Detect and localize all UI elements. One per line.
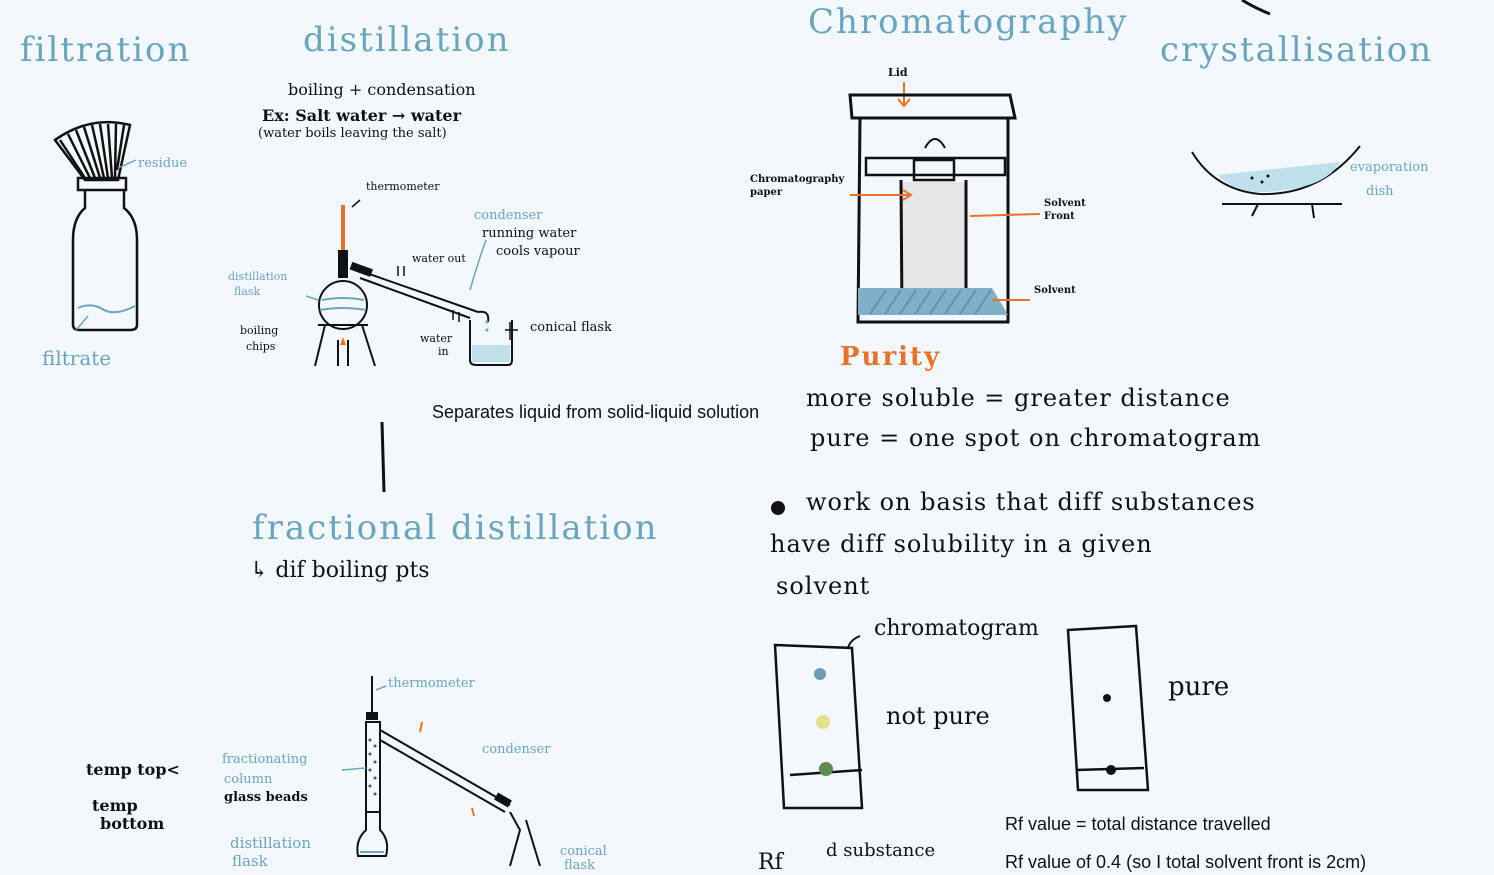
temp-label: temp bbox=[92, 796, 138, 815]
fd-condenser-label: condenser bbox=[482, 742, 551, 757]
evaporation-dish-drawing bbox=[1191, 145, 1361, 219]
residue-label: residue bbox=[138, 156, 188, 171]
water-in-label-1: water bbox=[420, 332, 453, 345]
fractional-distillation-heading: fractional distillation bbox=[252, 508, 659, 548]
evaporation-label-1: evaporation bbox=[1350, 160, 1429, 175]
pure-label: pure bbox=[1168, 672, 1230, 702]
cools-vapour-label: cools vapour bbox=[496, 244, 580, 259]
distillation-apparatus-drawing bbox=[305, 199, 518, 367]
distillation-line-1: boiling + condensation bbox=[288, 80, 476, 99]
fractional-distillation-apparatus-drawing bbox=[341, 676, 541, 867]
fd-column-label-2: column bbox=[224, 772, 273, 787]
rf-handwritten: Rf bbox=[758, 850, 783, 875]
condenser-label: condenser bbox=[474, 208, 543, 223]
distillation-line-3: (water boils leaving the salt) bbox=[258, 126, 447, 141]
purity-bullet-line-1: work on basis that diff substances bbox=[806, 488, 1256, 516]
filtrate-label: filtrate bbox=[42, 346, 112, 370]
distillation-heading: distillation bbox=[303, 20, 511, 60]
purity-line-2: pure = one spot on chromatogram bbox=[810, 424, 1262, 452]
lid-label: Lid bbox=[888, 66, 908, 79]
not-pure-label: not pure bbox=[886, 702, 990, 730]
purity-bullet-line-2: have diff solubility in a given bbox=[770, 530, 1153, 558]
fd-thermometer-label: thermometer bbox=[388, 676, 475, 691]
fd-flask-label-2: flask bbox=[232, 852, 268, 870]
solvent-front-label-2: Front bbox=[1044, 211, 1075, 222]
filter-funnel-drawing bbox=[53, 120, 139, 332]
distillation-typed-note: Separates liquid from solid-liquid solut… bbox=[432, 402, 760, 422]
paper-label-1: Chromatography bbox=[750, 174, 845, 185]
fd-conical-label: conical bbox=[560, 844, 607, 859]
fd-beads-label: glass beads bbox=[224, 790, 308, 805]
paper-label-2: paper bbox=[750, 187, 783, 198]
temp-top-label: temp top< bbox=[86, 760, 180, 779]
thermometer-label: thermometer bbox=[366, 180, 440, 193]
bottom-label: bottom bbox=[100, 814, 165, 833]
solvent-label: Solvent bbox=[1034, 285, 1076, 296]
conical-flask-label: conical flask bbox=[530, 320, 612, 335]
chromatography-tank-drawing bbox=[848, 82, 1041, 324]
chromatogram-pure-drawing bbox=[1066, 624, 1150, 792]
solvent-front-label-1: Solvent bbox=[1044, 198, 1086, 209]
chromatography-heading: Chromatography bbox=[808, 2, 1129, 42]
crystallisation-heading: crystallisation bbox=[1160, 30, 1434, 70]
boiling-chips-label-1: boiling bbox=[240, 324, 279, 337]
boiling-chips-label-2: chips bbox=[246, 340, 276, 353]
fd-flask-label: distillation bbox=[230, 834, 311, 852]
rf-typed-note: Rf value = total distance travelled bbox=[1005, 814, 1271, 834]
filtration-heading: filtration bbox=[20, 30, 192, 70]
chromatogram-label: chromatogram bbox=[874, 616, 1039, 641]
purity-heading: Purity bbox=[840, 342, 942, 372]
distillation-flask-label-2: flask bbox=[234, 285, 261, 298]
purity-line-1: more soluble = greater distance bbox=[806, 384, 1231, 412]
d-substance-label: d substance bbox=[826, 840, 936, 861]
purity-bullet-line-3: solvent bbox=[776, 572, 871, 600]
fractional-subtitle: ↳ dif boiling pts bbox=[250, 558, 430, 583]
distillation-line-2: Ex: Salt water → water bbox=[262, 106, 461, 125]
water-in-label-2: in bbox=[438, 345, 449, 358]
rf-typed-note-partial: Rf value of 0.4 (so I total solvent fron… bbox=[1005, 852, 1367, 872]
chromatogram-not-pure-drawing bbox=[773, 635, 864, 810]
water-out-label: water out bbox=[412, 252, 466, 265]
running-water-label: running water bbox=[482, 226, 577, 241]
distillation-flask-label-1: distillation bbox=[228, 270, 288, 283]
evaporation-label-2: dish bbox=[1366, 184, 1394, 199]
fd-column-label-1: fractionating bbox=[222, 752, 308, 767]
